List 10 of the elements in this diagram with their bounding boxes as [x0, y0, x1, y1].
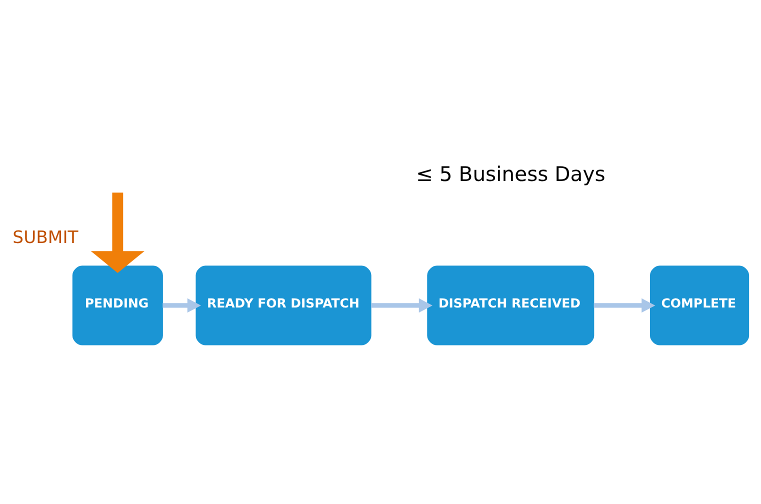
node-box: READY FOR DISPATCH — [196, 266, 372, 346]
arrow — [162, 298, 201, 313]
node-box: DISPATCH RECEIVED — [427, 266, 594, 346]
node-box: PENDING — [72, 266, 163, 346]
arrow — [594, 298, 656, 313]
node-box: COMPLETE — [650, 266, 750, 346]
arrow — [371, 298, 433, 313]
arrow — [90, 192, 144, 273]
label: ≤ 5 Business Days — [416, 162, 606, 186]
edge-label: SUBMIT — [12, 228, 78, 248]
